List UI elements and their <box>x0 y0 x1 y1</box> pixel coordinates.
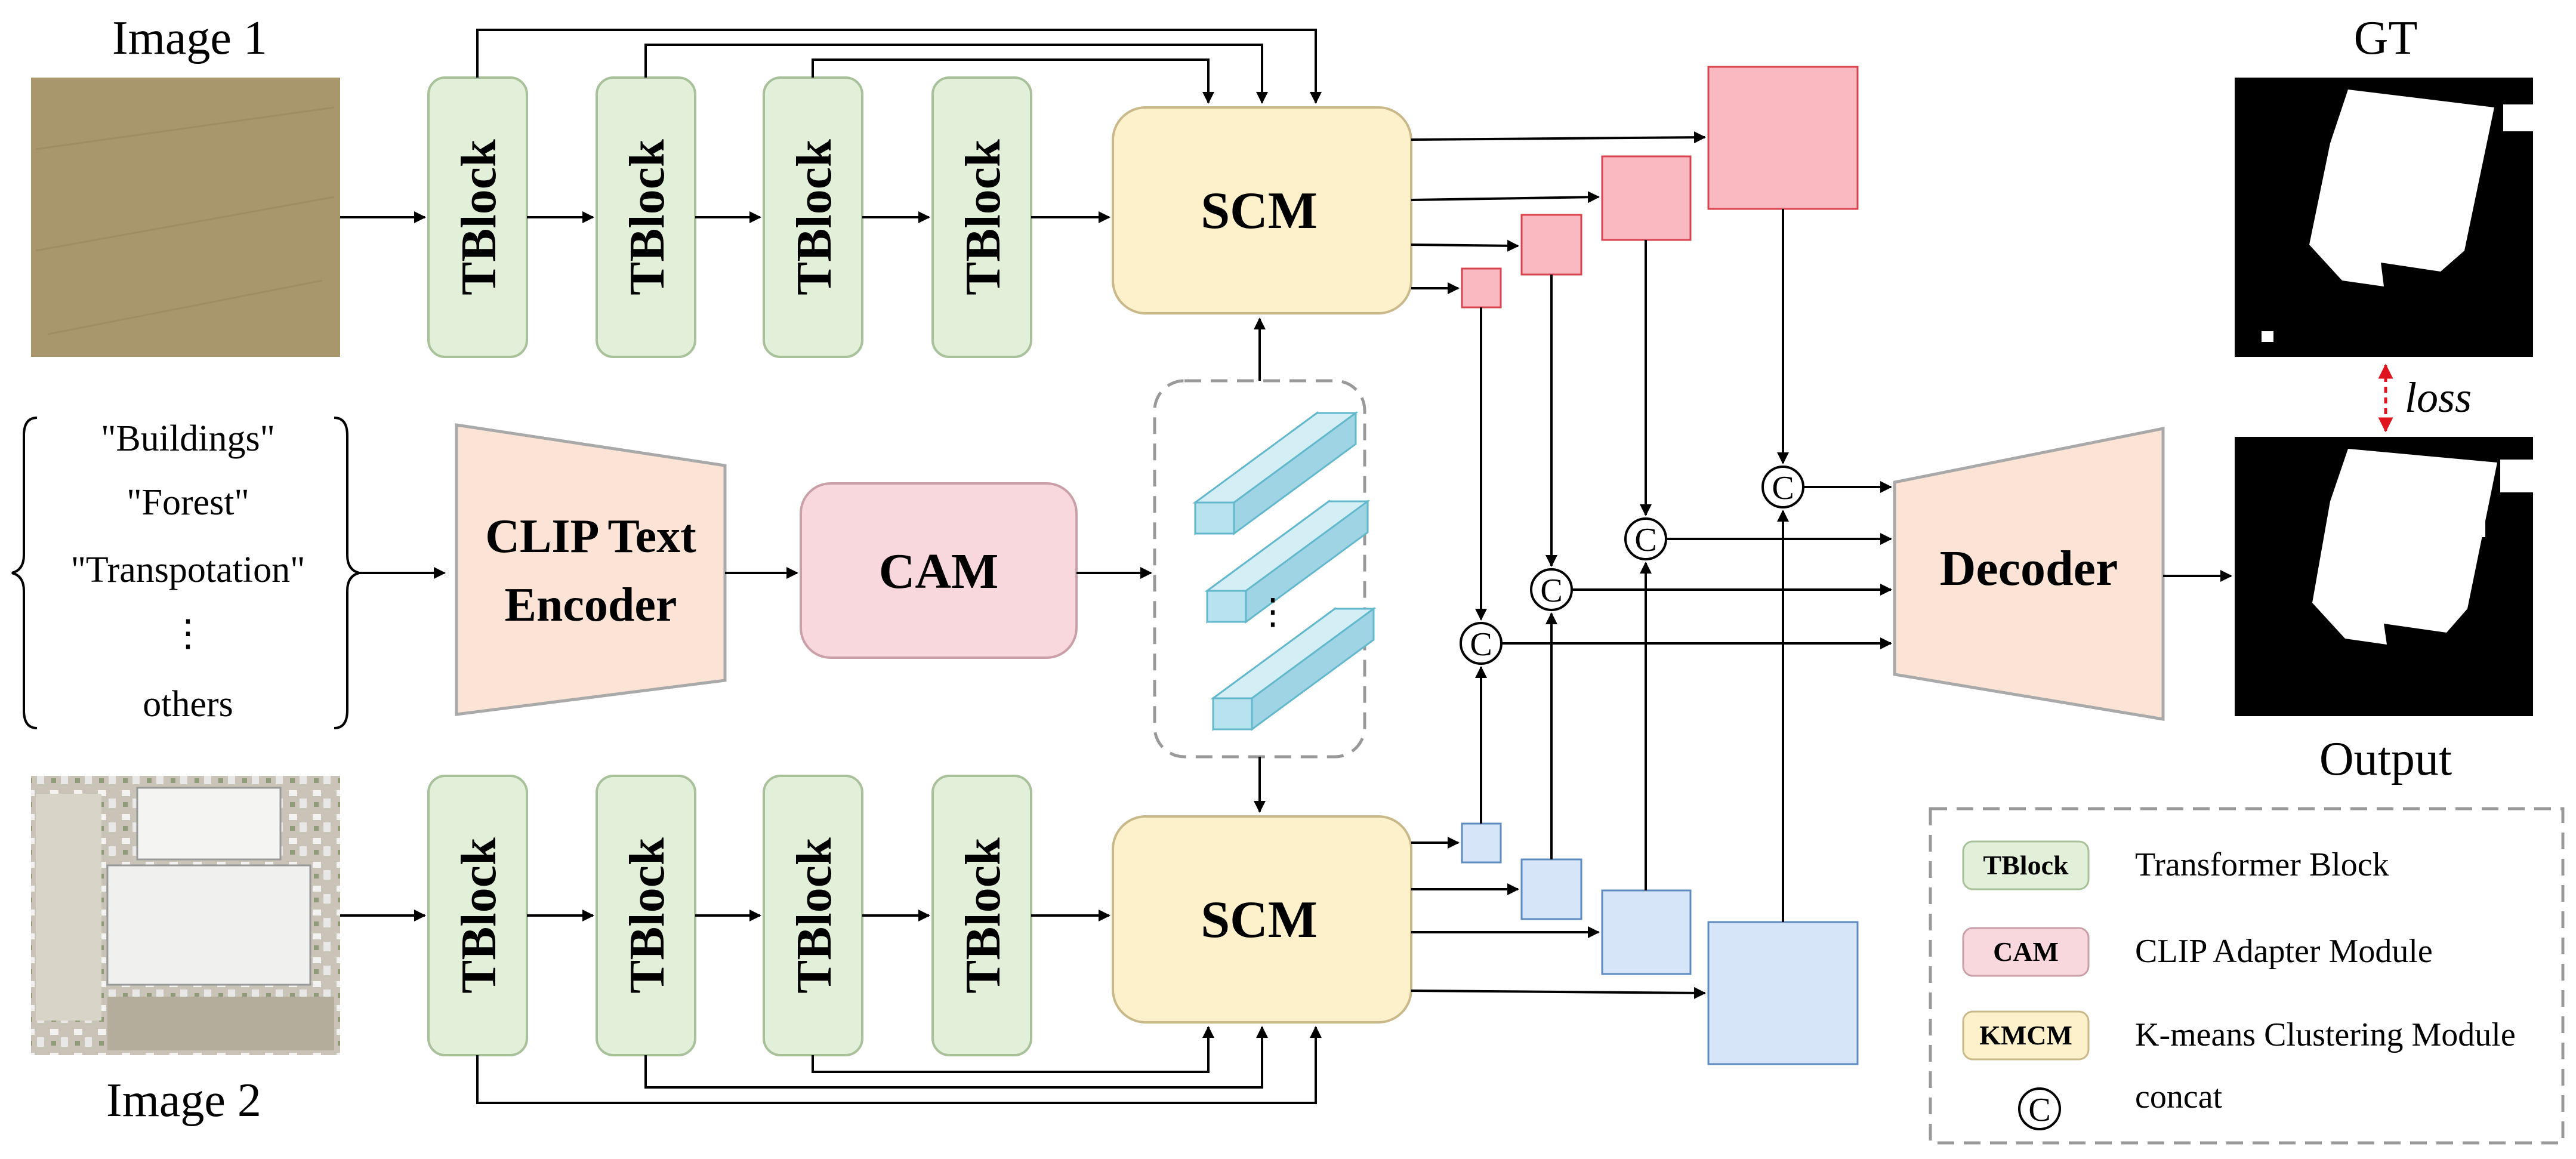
prompt-item: "Buildings" <box>101 418 275 459</box>
scm-bottom-label: SCM <box>1201 891 1318 949</box>
cam-block: CAM <box>800 482 1078 659</box>
image2-label: Image 2 <box>106 1074 261 1127</box>
prompt-list: "Buildings" "Forest" "Transpotation" ⋮ o… <box>11 417 360 729</box>
legend-key: C <box>2028 1092 2050 1129</box>
concat-symbol: C <box>1540 572 1562 609</box>
tblock-label: TBlock <box>619 837 675 994</box>
tblock-bottom-1: TBlock <box>427 775 528 1056</box>
tblock-label: TBlock <box>619 139 675 295</box>
feature-blue-scale3 <box>1601 889 1692 975</box>
concat-symbol: C <box>1470 626 1492 663</box>
feature-red-scale4 <box>1707 66 1859 210</box>
tblock-label: TBlock <box>451 139 507 295</box>
legend-text: concat <box>2135 1078 2223 1115</box>
clip-encoder-line1: CLIP Text <box>485 510 696 563</box>
legend-item-concat: C concat <box>2018 1078 2223 1130</box>
output-mask <box>2235 437 2533 716</box>
right-brace <box>334 417 360 729</box>
concat-node-3: C <box>1624 517 1667 560</box>
clip-text-encoder: CLIP Text Encoder <box>455 423 727 716</box>
scm-bottom: SCM <box>1112 815 1412 1024</box>
decoder-label: Decoder <box>1940 541 2118 596</box>
tblock-label: TBlock <box>786 139 842 295</box>
embedding-cube <box>1192 411 1359 535</box>
legend-key: TBlock <box>1983 850 2069 880</box>
feature-red-scale1 <box>1461 267 1502 309</box>
concat-node-1: C <box>1460 622 1503 665</box>
image1-label: Image 1 <box>112 12 267 64</box>
text-embeddings: ⋮ <box>1153 379 1377 759</box>
tblock-top-1: TBlock <box>427 76 528 358</box>
legend-item-kmcm: KMCM K-means Clustering Module <box>1962 1010 2516 1061</box>
prompt-item: "Transpotation" <box>71 550 306 590</box>
scm-top-label: SCM <box>1201 182 1318 240</box>
legend-text: Transformer Block <box>2135 846 2389 883</box>
tblock-label: TBlock <box>955 837 1011 994</box>
tblock-bottom-4: TBlock <box>931 775 1032 1056</box>
embedding-cube <box>1210 607 1377 731</box>
concat-symbol: C <box>1772 470 1794 507</box>
legend-text: CLIP Adapter Module <box>2135 933 2433 970</box>
embedding-cube <box>1204 500 1371 624</box>
concat-symbol: C <box>1634 522 1656 559</box>
tblock-top-3: TBlock <box>763 76 863 358</box>
connectors <box>340 29 2232 1104</box>
legend-text: K-means Clustering Module <box>2135 1016 2516 1053</box>
image2-buildings <box>36 787 334 1050</box>
left-brace <box>11 417 38 729</box>
embedding-ellipsis: ⋮ <box>1255 592 1291 631</box>
output-label: Output <box>2319 733 2452 785</box>
loss-label: loss <box>2405 374 2472 421</box>
legend: TBlock Transformer Block CAM CLIP Adapte… <box>1929 807 2565 1145</box>
legend-item-cam: CAM CLIP Adapter Module <box>1962 927 2433 977</box>
legend-key: CAM <box>1993 936 2059 967</box>
tblock-top-2: TBlock <box>596 76 696 358</box>
loss-indicator: loss <box>2378 363 2472 433</box>
prompt-item: others <box>143 684 233 725</box>
clip-encoder-line2: Encoder <box>505 579 677 631</box>
decoder-block: Decoder <box>1893 426 2165 721</box>
tblock-bottom-3: TBlock <box>763 775 863 1056</box>
feature-red-scale3 <box>1601 155 1692 241</box>
feature-blue-scale2 <box>1520 858 1582 920</box>
scm-top: SCM <box>1112 106 1412 315</box>
feature-blue-scale4 <box>1707 921 1859 1065</box>
legend-key: KMCM <box>1979 1020 2072 1050</box>
prompt-item: "Forest" <box>127 482 249 523</box>
legend-item-tblock: TBlock Transformer Block <box>1962 840 2389 890</box>
feature-blue-scale1 <box>1461 822 1502 864</box>
image1-texture <box>35 106 335 335</box>
feature-red-scale2 <box>1520 214 1582 276</box>
concat-node-2: C <box>1530 568 1573 611</box>
tblock-bottom-2: TBlock <box>596 775 696 1056</box>
tblock-label: TBlock <box>451 837 507 994</box>
gt-mask <box>2235 78 2533 357</box>
cam-label: CAM <box>879 544 999 599</box>
tblock-label: TBlock <box>955 139 1011 295</box>
gt-label: GT <box>2354 12 2418 64</box>
tblock-top-4: TBlock <box>931 76 1032 358</box>
tblock-label: TBlock <box>786 837 842 994</box>
prompt-item: ⋮ <box>169 614 206 654</box>
image1-thumbnail <box>31 78 340 357</box>
concat-node-4: C <box>1761 466 1804 508</box>
